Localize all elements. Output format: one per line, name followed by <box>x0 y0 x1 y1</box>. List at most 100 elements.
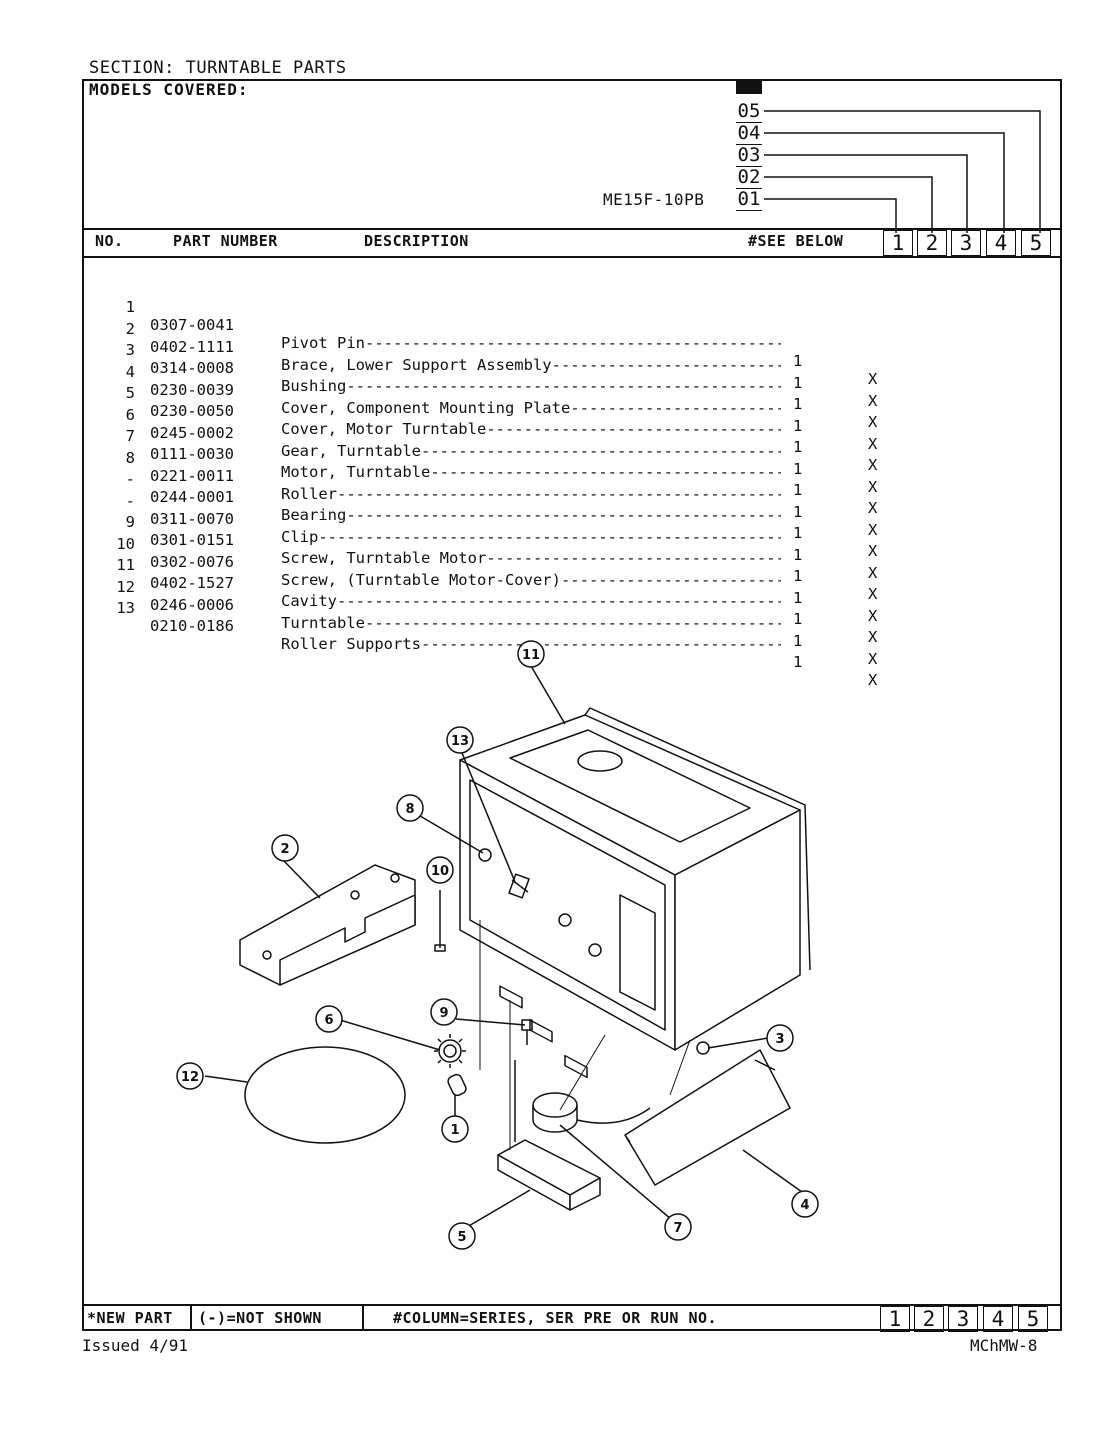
part-qty: 1 <box>793 481 803 499</box>
part-series-mark: X <box>868 456 878 474</box>
part-no: 13 <box>116 599 135 617</box>
part-row: 13 0210-0186 Roller Supports 1 X <box>93 581 877 707</box>
part-qty: 1 <box>793 502 803 521</box>
part-number: 0244-0001 <box>150 488 234 506</box>
footer-series-4: 4 <box>983 1306 1013 1332</box>
part-qty: 1 <box>793 567 803 585</box>
part-description: Gear, Turntable <box>281 442 781 460</box>
series-stack-01: 01 <box>736 188 762 211</box>
part-series-mark: X <box>868 628 878 646</box>
part-no: 7 <box>125 427 135 445</box>
part-qty: 1 <box>793 416 803 435</box>
callout-2: 2 <box>280 842 289 857</box>
part-row: 5 0230-0050 Cover, Motor Turntable 1 X <box>93 366 878 492</box>
turntable-drawing <box>244 1046 406 1144</box>
part-number: 0221-0011 <box>150 466 234 485</box>
footer-divider-1 <box>190 1304 192 1331</box>
callout-13: 13 <box>451 734 469 749</box>
callout-7: 7 <box>673 1221 682 1236</box>
header-series-4: 4 <box>986 230 1016 256</box>
part-no: - <box>125 491 135 510</box>
header-rule-top <box>82 228 1062 230</box>
part-row: - 0311-0070 Clip 1 X <box>93 474 878 600</box>
part-qty: 1 <box>793 545 803 564</box>
part-description: Cover, Motor Turntable <box>281 420 781 438</box>
part-qty: 1 <box>793 631 803 650</box>
series-stack-bar <box>736 80 762 94</box>
part-qty: 1 <box>793 352 803 370</box>
part-number: 0314-0008 <box>150 359 234 377</box>
mounting-plate-cover-drawing <box>624 1049 791 1186</box>
footer-not-shown: (-)=NOT SHOWN <box>198 1309 322 1327</box>
footer-rule <box>82 1304 1062 1306</box>
part-row: 3 0314-0008 Bushing 1 X <box>93 323 878 449</box>
screw-10-drawing <box>434 890 446 952</box>
section-title: SECTION: TURNTABLE PARTS <box>89 58 347 78</box>
part-series-mark: X <box>868 391 878 410</box>
header-series-3: 3 <box>951 230 981 256</box>
header-rule-bottom <box>82 256 1062 258</box>
part-series-mark: X <box>868 606 878 625</box>
header-series-1: 1 <box>883 230 913 256</box>
header-series-5: 5 <box>1021 230 1051 256</box>
part-qty: 1 <box>793 395 803 413</box>
part-row: 9 0301-0151 Screw, Turntable Motor 1 X <box>93 495 878 621</box>
exploded-parts-diagram: 11 13 8 2 10 9 6 3 12 1 7 4 5 <box>176 640 819 1250</box>
part-series-mark: X <box>868 370 878 388</box>
part-description: Bushing <box>281 377 781 395</box>
part-row: 8 0221-0011 Roller 1 X <box>93 431 878 557</box>
part-qty: 1 <box>793 373 803 392</box>
part-qty: 1 <box>793 438 803 456</box>
callout-9: 9 <box>439 1006 448 1021</box>
page-frame <box>82 79 1062 1331</box>
callout-8: 8 <box>405 802 414 817</box>
part-no: 11 <box>116 556 135 574</box>
part-no: 3 <box>125 341 135 359</box>
part-series-mark: X <box>868 671 878 689</box>
series-stack-03: 03 <box>736 144 762 167</box>
part-row: 2 0402-1111 Brace, Lower Support Assembl… <box>93 302 878 428</box>
series-connector-lines <box>764 110 1041 233</box>
part-description: Cavity <box>281 592 781 610</box>
part-description: Screw, (Turntable Motor-Cover) <box>281 571 781 589</box>
footer-series-1: 1 <box>880 1306 910 1332</box>
part-no: 10 <box>116 534 135 553</box>
part-series-mark: X <box>868 413 878 431</box>
col-header-description: DESCRIPTION <box>364 232 469 250</box>
page-code: MChMW-8 <box>970 1336 1038 1355</box>
model-name: ME15F-10PB <box>603 190 705 209</box>
callout-6: 6 <box>324 1013 333 1028</box>
part-row: 11 0402-1527 Cavity 1 X <box>93 538 877 664</box>
footer-series-2: 2 <box>914 1306 944 1332</box>
part-no: 4 <box>125 362 135 381</box>
series-stack-02: 02 <box>736 166 762 189</box>
callout-10: 10 <box>431 864 449 879</box>
callout-11: 11 <box>522 648 540 663</box>
part-description: Turntable <box>281 614 781 632</box>
part-description: Roller Supports <box>281 635 781 653</box>
part-description: Pivot Pin <box>281 334 781 352</box>
models-covered-label: MODELS COVERED: <box>89 80 249 99</box>
col-header-part-number: PART NUMBER <box>173 232 278 250</box>
part-no: 5 <box>125 384 135 402</box>
part-qty: 1 <box>793 524 803 542</box>
callout-4: 4 <box>800 1198 809 1213</box>
part-series-mark: X <box>868 585 878 603</box>
part-number: 0246-0006 <box>150 595 234 614</box>
part-number: 0402-1527 <box>150 574 234 592</box>
col-header-see-below: #SEE BELOW <box>748 232 844 250</box>
part-number: 0210-0186 <box>150 617 234 635</box>
cavity-drawing <box>459 707 811 1079</box>
header-series-2: 2 <box>917 230 947 256</box>
footer-column-note: #COLUMN=SERIES, SER PRE OR RUN NO. <box>393 1309 718 1327</box>
part-no: 12 <box>116 577 135 596</box>
part-description: Motor, Turntable <box>281 463 781 481</box>
part-series-mark: X <box>868 499 878 517</box>
part-qty: 1 <box>793 653 803 671</box>
bushing-drawing <box>696 1041 710 1055</box>
footer-new-part: *NEW PART <box>87 1309 173 1327</box>
part-description: Roller <box>281 485 781 503</box>
motor-drawing <box>532 1092 651 1133</box>
part-number: 0307-0041 <box>150 316 234 334</box>
part-row: 7 0111-0030 Motor, Turntable 1 X <box>93 409 878 535</box>
